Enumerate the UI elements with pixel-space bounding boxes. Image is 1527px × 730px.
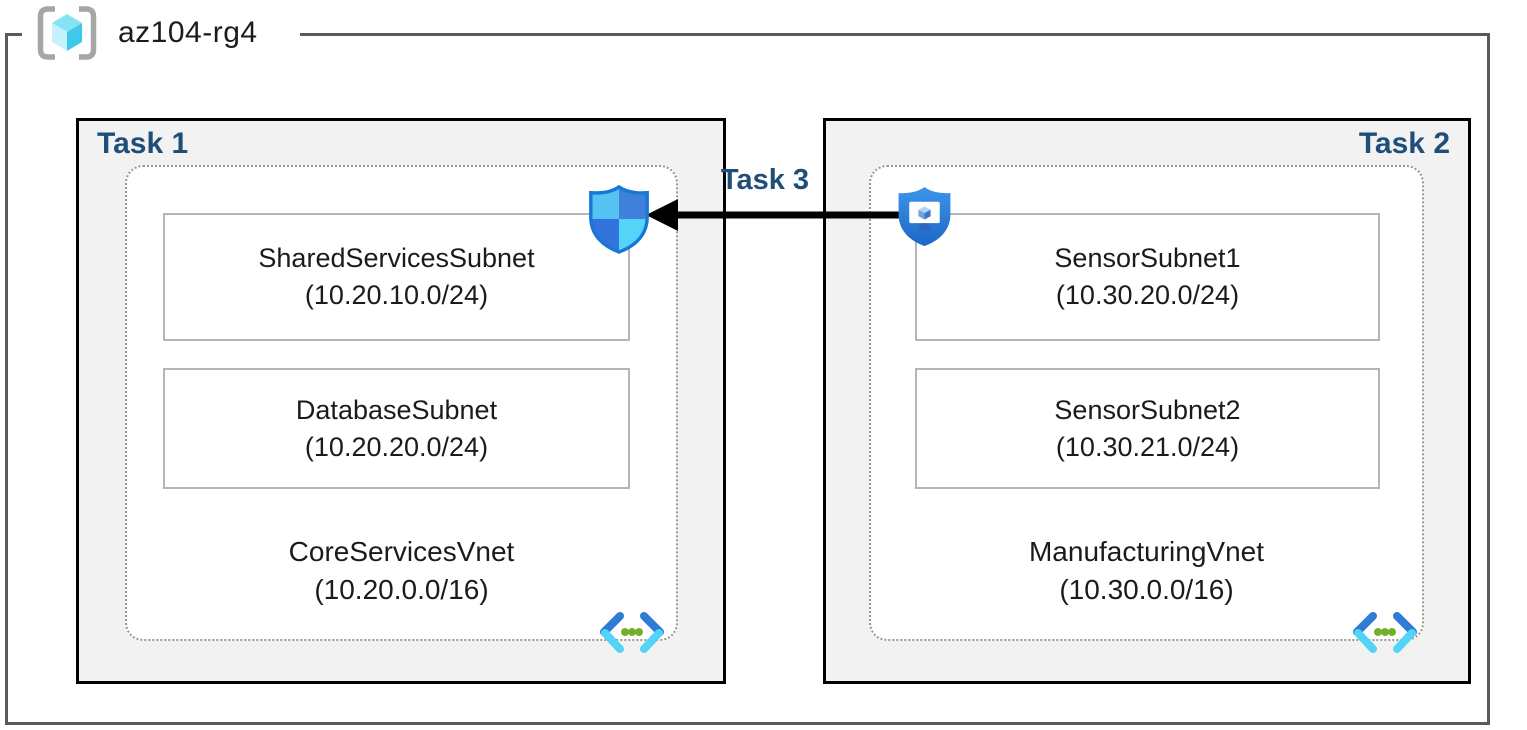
core-services-vnet-label: CoreServicesVnet (10.20.0.0/16) [125,533,678,609]
manufacturing-vnet-label: ManufacturingVnet (10.30.0.0/16) [869,533,1424,609]
subnet-cidr: (10.30.20.0/24) [1055,280,1240,310]
vnet-cidr: (10.30.0.0/16) [1059,574,1234,605]
subnet-name: SharedServicesSubnet [258,243,535,273]
resource-group-legend: az104-rg4 [22,1,300,65]
subnet-cidr: (10.20.20.0/24) [304,431,489,462]
sensor-subnet2-node: SensorSubnet2 (10.30.21.0/24) [915,368,1380,489]
virtual-network-icon [600,612,664,653]
task3-label: Task 3 [720,164,810,196]
subnet-name: SensorSubnet2 [1054,394,1241,425]
bastion-shield-monitor-icon [898,187,951,246]
subnet-name: SensorSubnet1 [1054,243,1241,273]
task2-label: Task 2 [1358,127,1450,160]
vnet-name: ManufacturingVnet [1028,536,1265,567]
task1-label: Task 1 [97,127,189,160]
resource-group-icon [37,6,97,60]
task3-arrow [646,199,932,231]
subnet-cidr: (10.30.21.0/24) [1055,431,1240,462]
resource-group-name: az104-rg4 [118,16,258,49]
vnet-name: CoreServicesVnet [288,536,515,567]
subnet-name: DatabaseSubnet [295,394,498,425]
database-subnet-node: DatabaseSubnet (10.20.20.0/24) [163,368,630,489]
network-security-group-shield-icon [589,184,649,254]
subnet-cidr: (10.20.10.0/24) [304,280,489,310]
sensor-subnet1-node: SensorSubnet1 (10.30.20.0/24) [915,213,1380,341]
shared-services-subnet-node: SharedServicesSubnet (10.20.10.0/24) [163,213,630,341]
resource-group-boundary [5,33,1490,725]
vnet-cidr: (10.20.0.0/16) [314,574,489,605]
virtual-network-icon [1353,612,1417,653]
